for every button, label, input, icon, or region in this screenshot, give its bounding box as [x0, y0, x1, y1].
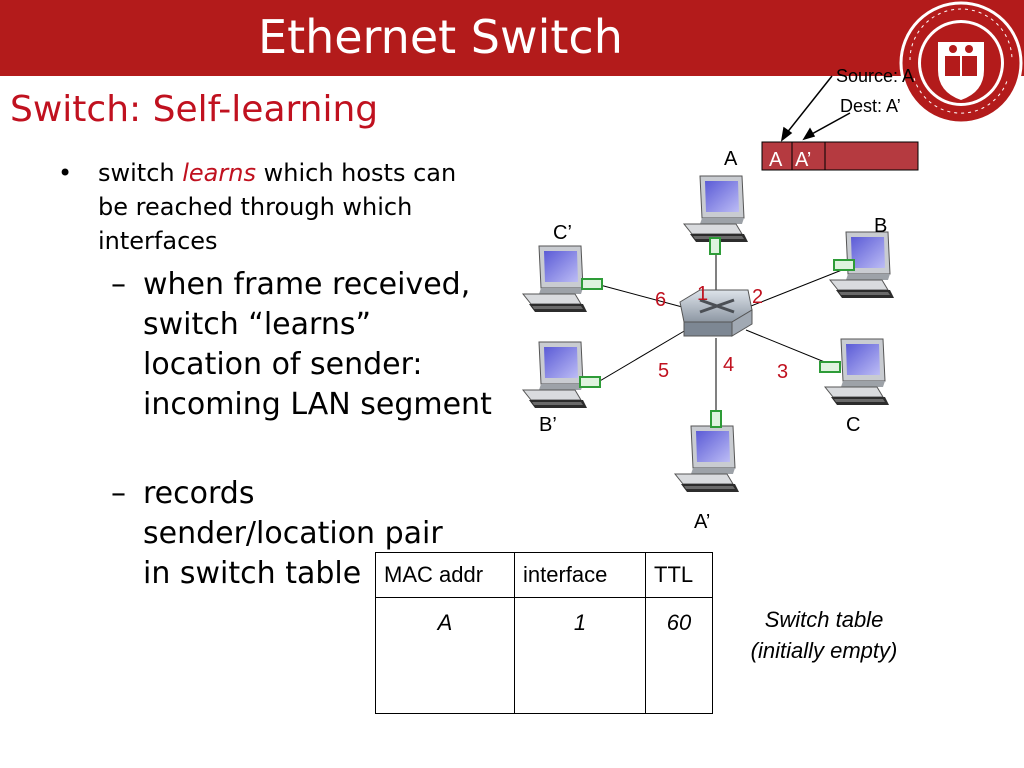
column-header-ttl: TTL	[645, 552, 713, 598]
frame-dest-field: A’	[795, 149, 811, 171]
network-links	[597, 248, 853, 413]
host-A-prime-icon	[674, 425, 740, 493]
sub-bullet-dash: –	[111, 267, 126, 302]
slide-title: Ethernet Switch	[258, 10, 623, 64]
column-header-interface: interface	[514, 552, 646, 598]
bullet-text-after: which hosts can be reached through which…	[98, 159, 457, 255]
slide-subtitle: Switch: Self-learning	[10, 89, 379, 130]
main-bullet: • switch learns which hosts can be reach…	[58, 156, 480, 258]
frame-dest-label: Dest: A’	[840, 96, 901, 116]
caption-line-2: (initially empty)	[750, 638, 898, 663]
cornell-seal-logo	[899, 1, 1023, 125]
table-caption: Switch table (initially empty)	[736, 604, 912, 666]
host-B-prime-icon	[522, 341, 588, 409]
ethernet-frame: A A’	[761, 141, 919, 171]
interface-label-1: 1	[697, 283, 708, 305]
bullet-dot: •	[58, 159, 73, 187]
interface-label-4: 4	[723, 354, 734, 376]
host-label-B: B	[874, 215, 887, 237]
host-label-A: A	[724, 148, 738, 170]
column-header-mac: MAC addr	[375, 552, 515, 598]
cell-mac: A	[375, 597, 515, 714]
table-row: A 1 60	[375, 597, 713, 714]
interface-ports	[579, 237, 855, 428]
interface-label-2: 2	[752, 286, 763, 308]
switch-icon	[679, 289, 753, 337]
sub-bullet-1: – when frame received, switch “learns” l…	[111, 265, 493, 425]
interface-label-3: 3	[777, 361, 788, 383]
sub-bullet-dash: –	[111, 476, 126, 511]
frame-source-label: Source: A	[836, 66, 915, 86]
frame-source-field: A	[769, 149, 783, 171]
cell-interface: 1	[514, 597, 646, 714]
sub-bullet-2: – records sender/location pair in switch…	[111, 474, 473, 594]
sub-bullet-2-text: records sender/location pair in switch t…	[143, 476, 443, 591]
switch-table: MAC addr interface TTL A 1 60	[375, 552, 713, 714]
bullet-emphasis: learns	[182, 159, 256, 187]
host-label-B-prime: B’	[539, 414, 557, 436]
host-C-prime-icon	[522, 245, 588, 313]
host-A-icon	[683, 175, 749, 243]
caption-line-1: Switch table	[764, 607, 884, 632]
frame-arrows	[780, 75, 851, 142]
bullet-text-before: switch	[98, 159, 183, 187]
host-label-C: C	[846, 414, 860, 436]
switch-table-header: MAC addr interface TTL	[375, 552, 713, 598]
cell-ttl: 60	[645, 597, 713, 714]
host-label-C-prime: C’	[553, 222, 572, 244]
title-bar: Ethernet Switch	[0, 0, 1024, 76]
sub-bullet-1-text: when frame received, switch “learns” loc…	[143, 267, 492, 422]
interface-label-5: 5	[658, 360, 669, 382]
interface-label-6: 6	[655, 289, 666, 311]
host-label-A-prime: A’	[694, 511, 710, 533]
